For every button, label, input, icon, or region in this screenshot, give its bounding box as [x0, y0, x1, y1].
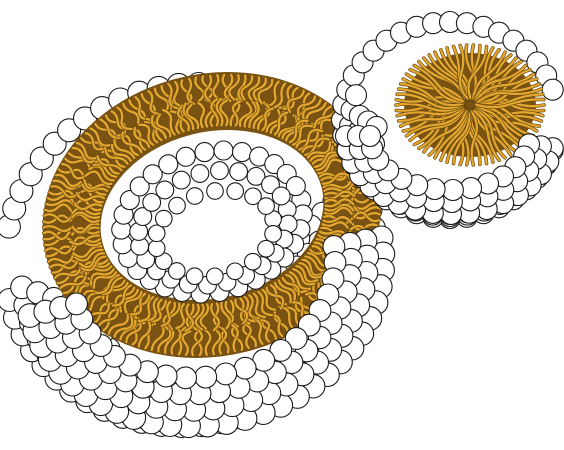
lipid-head — [156, 210, 173, 227]
lipid-head — [215, 363, 237, 385]
lipid-head — [169, 197, 186, 214]
lipid-head — [360, 126, 381, 147]
lipid-head — [156, 181, 174, 199]
lipid-head — [245, 253, 262, 270]
lipid-head — [265, 226, 282, 243]
lipid-head — [207, 268, 224, 285]
lipid-head — [233, 143, 252, 162]
lipid-head — [175, 367, 197, 389]
lipid-head — [234, 357, 256, 379]
lipid-head — [258, 240, 275, 257]
lipid-head — [186, 268, 203, 285]
lipid-head — [195, 366, 217, 388]
micelle — [332, 12, 564, 229]
lipid-head — [159, 155, 178, 174]
lipid-head — [148, 225, 165, 242]
lipid-head — [191, 165, 209, 183]
lipid-head — [187, 188, 204, 205]
lipid-head — [66, 293, 88, 315]
lipid-head — [272, 187, 290, 205]
lipid-head — [542, 79, 563, 100]
lipid-head — [172, 171, 190, 189]
lipid-head — [230, 163, 248, 181]
lipid-head — [214, 141, 233, 160]
lipid-head — [148, 240, 165, 257]
lipid-head — [227, 183, 244, 200]
lipid-head — [207, 183, 224, 200]
lipid-head — [155, 365, 177, 387]
lipid-head — [227, 263, 244, 280]
lipid-head — [176, 147, 195, 166]
lipid-head — [211, 162, 229, 180]
lipid-head — [346, 85, 367, 106]
lipid-head — [258, 198, 275, 215]
lipid-head — [195, 143, 214, 162]
